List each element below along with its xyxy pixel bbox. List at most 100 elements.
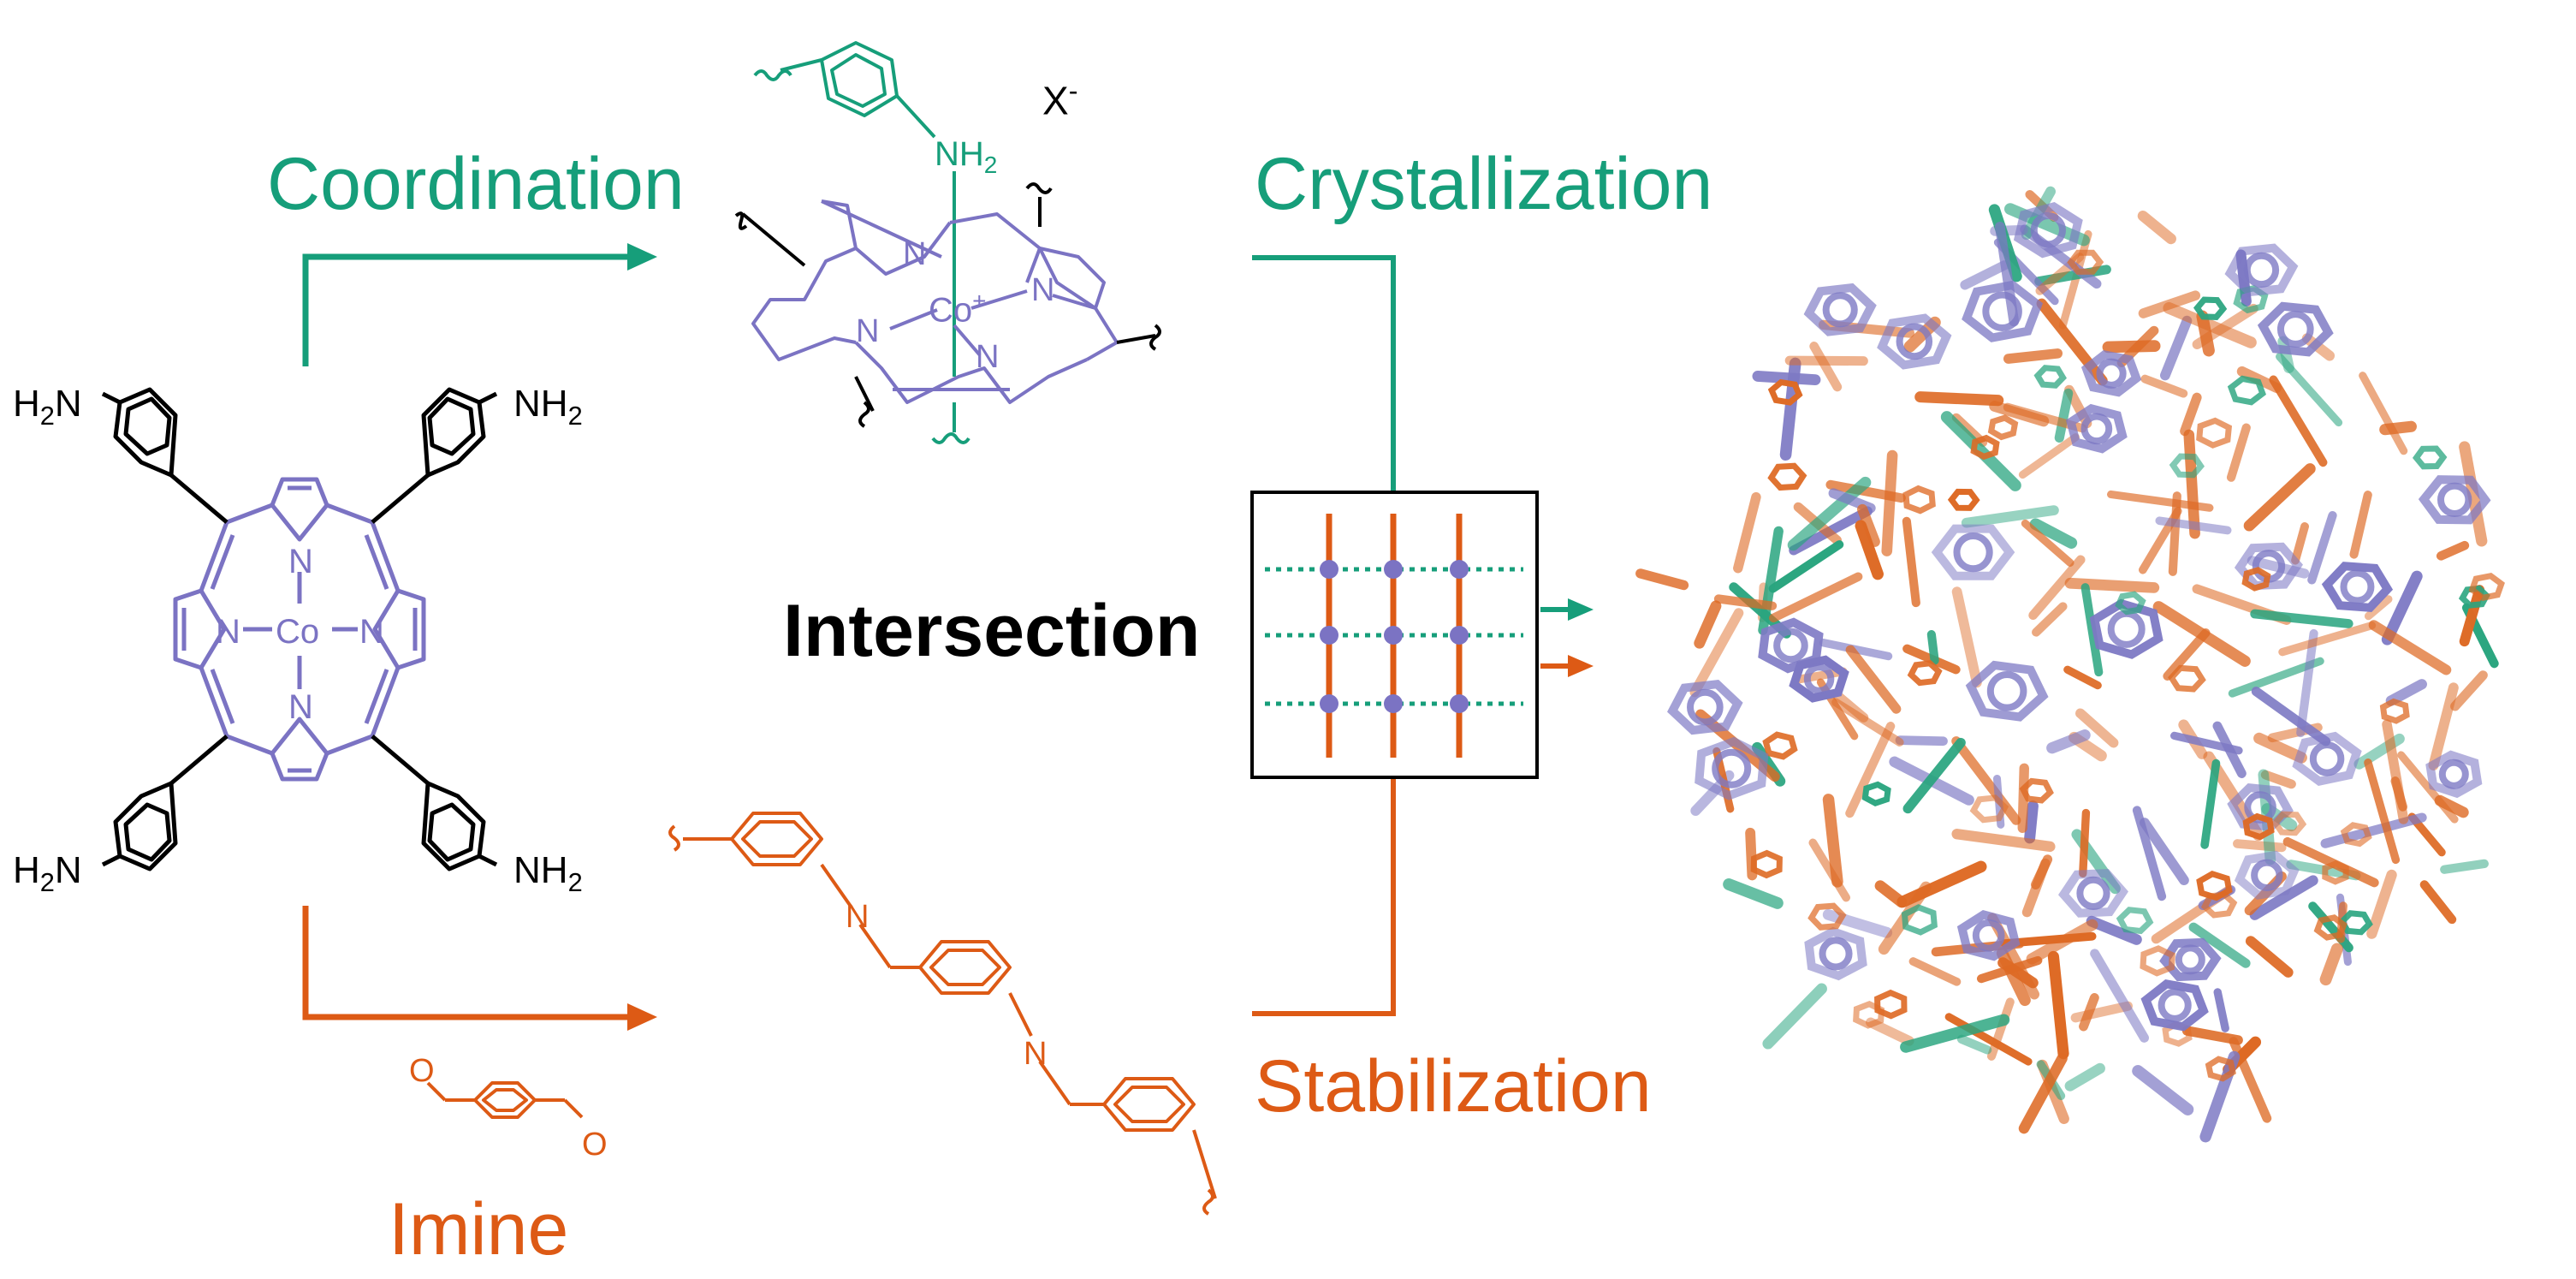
amine-label-top-right: NH2 [513, 383, 583, 431]
framework-bond [1900, 1014, 2010, 1053]
phenyl-ring [2412, 445, 2448, 470]
framework-bond [1809, 342, 1843, 392]
framework-bond [2063, 665, 2102, 690]
phenyl-ring [2340, 822, 2372, 848]
framework-bond [1713, 594, 1778, 610]
phenyl-ring [1970, 434, 2000, 461]
porphyrin-node [2292, 731, 2362, 786]
framework-bond [1881, 449, 1898, 556]
porphyrin-node [1931, 524, 2015, 580]
phenyl-ring [2242, 812, 2275, 841]
framework-bond [1768, 540, 1844, 593]
nitrogen-label-frag-left: N [856, 313, 880, 349]
nitrogen-label-left: N [216, 613, 240, 651]
framework-bond [2364, 758, 2401, 865]
phenyl-ring [1762, 731, 1798, 760]
framework-bond [2296, 628, 2318, 738]
framework-bond [2021, 858, 2051, 918]
porphyrin-core [1803, 663, 1835, 694]
framework-bond [1845, 722, 1896, 818]
framework-bond [2032, 602, 2068, 637]
phenyl-ring [2115, 591, 2146, 616]
phenyl-ring [1874, 989, 1908, 1020]
porphyrin-node [1962, 280, 2044, 342]
phenyl-ring [2205, 1056, 2236, 1082]
framework-bond [2024, 800, 2039, 844]
framework-bond [2021, 519, 2074, 567]
porphyrin-core [2243, 252, 2280, 289]
phenyl-ring [2169, 453, 2205, 479]
phenyl-ring [1901, 904, 1938, 936]
phenyl-ring [2067, 249, 2104, 275]
framework-bond [2079, 808, 2091, 878]
coordination-arrow [302, 243, 657, 366]
framework-bond [2233, 839, 2287, 853]
phenyl-ring [2168, 664, 2206, 693]
framework-bond [1733, 491, 1761, 574]
framework-bond [2180, 392, 2202, 437]
framework-bond [2054, 388, 2074, 443]
framework-bond [1689, 608, 1744, 698]
porphyrin-core [1953, 532, 1993, 573]
porphyrin-core [2030, 212, 2067, 248]
imine-arrow [302, 906, 657, 1031]
phenyl-ring [1947, 488, 1980, 511]
porphyrin-core [1982, 291, 2022, 331]
framework-bond [1940, 411, 2021, 491]
framework-bond [2188, 922, 2251, 968]
phenyl-ring [2019, 777, 2054, 804]
framework-bond [2226, 423, 2251, 482]
phenyl-ring [1969, 794, 2009, 824]
framework-bond [2428, 682, 2459, 770]
porphyrin-node [2080, 350, 2142, 397]
intersection-grid-icon [1250, 491, 1539, 779]
amine-label-bottom-left: H2N [13, 849, 82, 897]
framework-bond [1902, 516, 1920, 608]
porphyrin-node [1877, 313, 1952, 370]
phenyl-ring [2338, 910, 2373, 936]
framework-bond [1951, 586, 1982, 688]
phenyl-ring [1902, 485, 1936, 515]
porphyrin-core [2158, 988, 2192, 1022]
imine-nitrogen-label-2: N [1024, 1036, 1048, 1072]
framework-bond [1914, 391, 2004, 407]
phenyl-ring [2033, 365, 2067, 389]
porphyrin-core [1687, 688, 1724, 726]
framework-bond [2269, 375, 2328, 467]
porphyrin-core [2437, 482, 2472, 517]
framework-bond [1896, 860, 1987, 908]
framework-bond [2282, 836, 2379, 888]
nitrogen-label-top: N [288, 543, 313, 580]
framework-bond [1762, 983, 1827, 1050]
framework-bond [1752, 371, 1821, 385]
framework-bond [2046, 729, 2091, 754]
porphyrin-core [2175, 944, 2205, 975]
phenyl-ring [1861, 781, 1891, 807]
porphyrin-node [1667, 679, 1743, 735]
porphyrin-node [2418, 475, 2491, 525]
porphyrin-core [1896, 323, 1933, 360]
framework-bond [2028, 555, 2086, 621]
framework-bond [1956, 1034, 1992, 1055]
framework-bond [1723, 878, 1784, 909]
framework-bond [2382, 719, 2409, 824]
framework-bond [2381, 570, 2423, 645]
framework-bond [2017, 763, 2029, 834]
framework-bond [2047, 950, 2069, 1060]
framework-bond [1994, 222, 2020, 327]
framework-bond [2245, 936, 2294, 978]
right-arrow-icon [1540, 598, 1594, 621]
coordinated-porphyrin-fragment [734, 41, 1161, 444]
framework-bond [1808, 838, 1851, 902]
framework-bond [1758, 526, 1784, 635]
framework-bond [2249, 875, 2318, 920]
framework-bond [1902, 737, 1966, 814]
porphyrin-core [1773, 628, 1808, 663]
framework-bond [2181, 1026, 2243, 1045]
phenyl-ring [1750, 849, 1783, 879]
framework-bond [1855, 520, 1884, 580]
phenyl-ring [2227, 375, 2266, 406]
framework-bond [2018, 433, 2080, 479]
right-arrow-icon [1540, 655, 1594, 677]
